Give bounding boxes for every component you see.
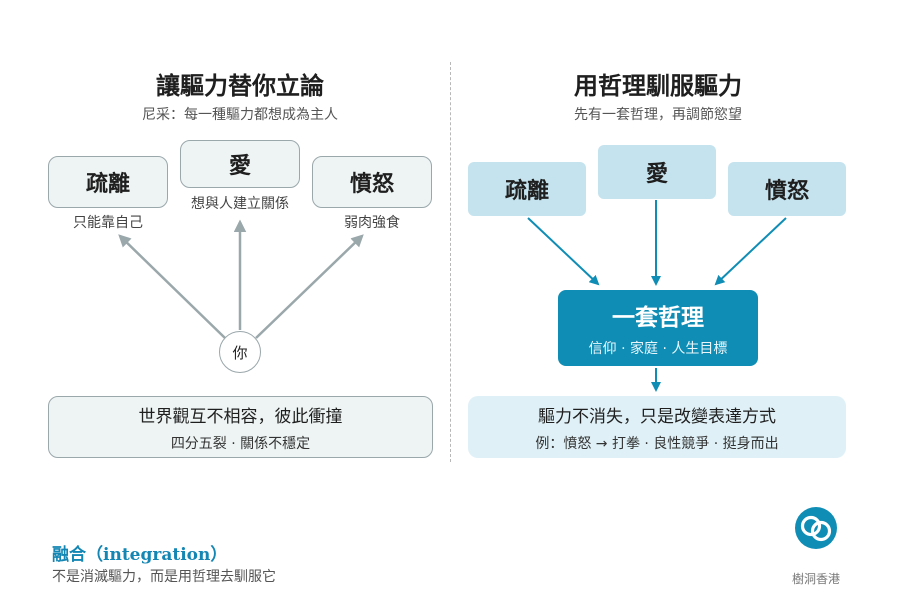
left-title: 讓驅力替你立論: [156, 72, 324, 100]
right-title: 用哲理馴服驅力: [574, 72, 742, 100]
left-result-line2: 四分五裂 · 關係不穩定: [170, 435, 311, 452]
brand-name: 樹洞香港: [791, 572, 840, 586]
right-drive-alienation: 疏離: [468, 162, 586, 216]
left-drive-love-caption: 想與人建立關係: [191, 196, 289, 212]
philosophy-core-subtitle: 信仰 · 家庭 · 人生目標: [588, 341, 728, 357]
left-subtitle: 尼采：每一種驅力都想成為主人: [142, 107, 338, 123]
right-result-line2: 例：憤怒 → 打拳 · 良性競爭 · 挺身而出: [535, 435, 779, 452]
left-drive-alienation: 疏離: [48, 156, 168, 208]
arrow-anger-to-core: [714, 217, 787, 286]
column-divider: [450, 62, 451, 462]
left-result-line1: 世界觀互不相容，彼此衝撞: [138, 406, 343, 427]
left-drive-anger: 憤怒: [312, 156, 432, 208]
left-drive-alienation-caption: 只能靠自己: [73, 215, 143, 231]
right-result-panel: 驅力不消失，只是改變表達方式 例：憤怒 → 打拳 · 良性競爭 · 挺身而出: [468, 396, 846, 458]
right-subtitle: 先有一套哲理，再調節慾望: [574, 107, 742, 123]
right-drive-anger: 憤怒: [728, 162, 846, 216]
philosophy-core: 一套哲理 信仰 · 家庭 · 人生目標: [558, 290, 758, 366]
philosophy-core-title: 一套哲理: [612, 305, 704, 331]
footer-title: 融合（integration）: [52, 545, 228, 565]
left-drive-love: 愛: [180, 140, 300, 188]
footer-subtitle: 不是消滅驅力，而是用哲理去馴服它: [52, 569, 276, 585]
brand-logo-icon: [795, 507, 837, 549]
arrow-you-to-alienation: [118, 234, 226, 339]
arrow-alienation-to-core: [527, 217, 600, 286]
right-result-line1: 驅力不消失，只是改變表達方式: [538, 406, 776, 427]
right-drive-love: 愛: [598, 145, 716, 199]
left-result-panel: 世界觀互不相容，彼此衝撞 四分五裂 · 關係不穩定: [48, 396, 433, 458]
arrow-you-to-anger: [255, 234, 364, 339]
you-node: 你: [219, 331, 261, 373]
left-drive-anger-caption: 弱肉強食: [344, 215, 400, 231]
